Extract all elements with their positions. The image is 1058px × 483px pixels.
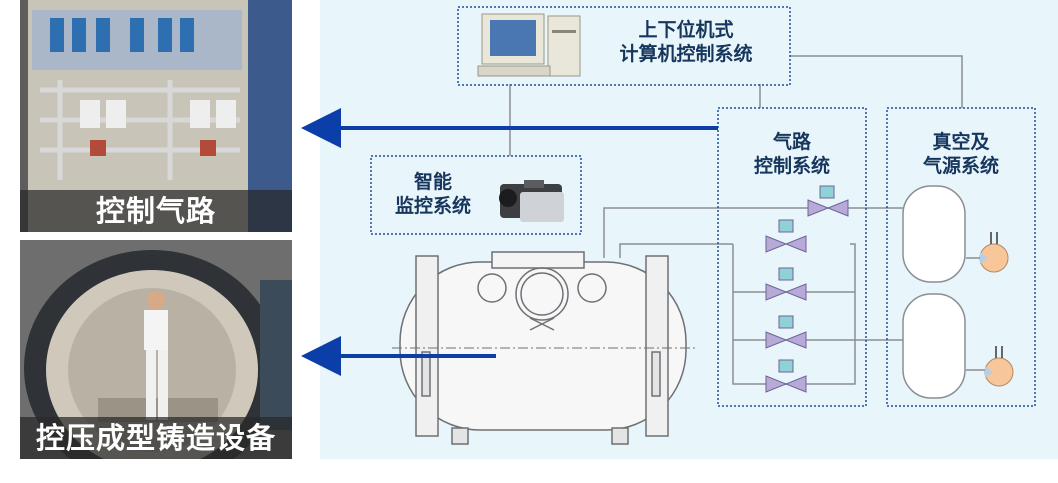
monitoring-box — [370, 155, 582, 235]
gas-control-label: 气路 控制系统 — [722, 130, 862, 178]
label-line: 真空及 — [932, 131, 990, 153]
camcorder-icon — [499, 180, 564, 222]
gas-tank-icon — [902, 185, 966, 399]
computer-icon — [477, 13, 581, 77]
casting-vessel-image — [20, 240, 292, 459]
valve-icon — [765, 185, 849, 393]
control-cabinet-image — [20, 0, 292, 232]
flow-arrow — [301, 108, 718, 376]
photo-casting-equipment: 控压成型铸造设备 — [20, 240, 292, 459]
gas-control-box — [717, 107, 867, 407]
label-line: 上下位机式 — [638, 19, 734, 41]
label-line: 控制系统 — [753, 155, 830, 177]
computer-system-box — [457, 6, 791, 86]
label-line: 气路 — [772, 131, 811, 153]
vacuum-gas-box — [886, 107, 1036, 407]
photo-caption: 控制气路 — [20, 190, 292, 232]
monitoring-label: 智能 监控系统 — [378, 170, 488, 218]
label-line: 气源系统 — [922, 155, 999, 177]
label-line: 监控系统 — [394, 195, 471, 217]
label-line: 计算机控制系统 — [619, 43, 753, 65]
label-line: 智能 — [413, 171, 452, 193]
photo-caption: 控压成型铸造设备 — [20, 417, 292, 459]
computer-system-label: 上下位机式 计算机控制系统 — [588, 18, 784, 66]
photo-control-gas: 控制气路 — [20, 0, 292, 232]
vacuum-gas-label: 真空及 气源系统 — [891, 130, 1031, 178]
casting-vessel-drawing — [392, 251, 696, 445]
pump-icon — [979, 232, 1014, 387]
